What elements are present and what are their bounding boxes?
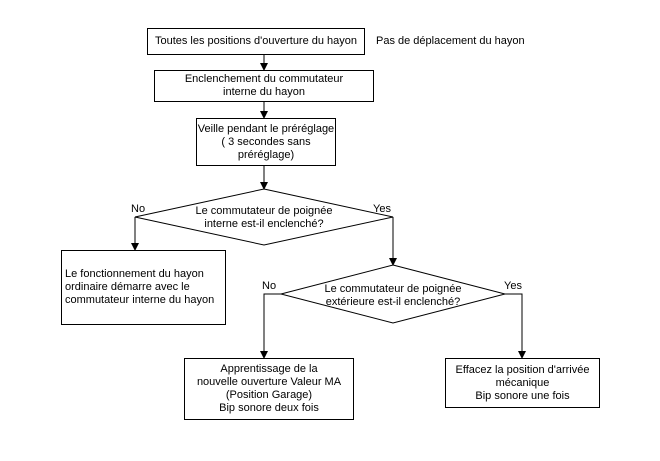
- learn-result-line-4: Bip sonore deux fois: [219, 402, 319, 414]
- arrow-outer-no: [260, 293, 281, 359]
- decision-inner-diamond: [134, 188, 394, 246]
- arrow-outer-yes: [505, 293, 526, 359]
- erase-result-line-2: mécanique: [495, 376, 550, 389]
- watch-step-line-1: Veille pendant le préréglage: [197, 122, 335, 135]
- decision-inner-text: Le commutateur de poignée interne est-il…: [164, 205, 364, 231]
- start-note: Pas de déplacement du hayon: [376, 35, 525, 47]
- erase-result-line-1: Effacez la position d'arrivée: [455, 363, 590, 376]
- decision-outer-line-2: extérieure est-il enclenché?: [325, 296, 461, 308]
- ordinary-result-line-1: Le fonctionnement du hayon: [65, 268, 204, 280]
- watch-step-line-2: ( 3 secondes sans: [221, 135, 311, 148]
- watch-step-line-3: préréglage): [237, 148, 295, 161]
- learn-result-line-2: nouvelle ouverture Valeur MA: [196, 376, 342, 388]
- decision-inner-yes-label: Yes: [373, 203, 391, 215]
- learn-result-box: Apprentissage de la nouvelle ouverture V…: [184, 358, 354, 420]
- learn-result-line-1: Apprentissage de la: [220, 363, 318, 375]
- decision-inner-line-2: interne est-il enclenché?: [204, 218, 324, 230]
- ordinary-result-line-3: commutateur interne du hayon: [65, 294, 215, 306]
- start-text: Toutes les positions d'ouverture du hayo…: [154, 35, 358, 47]
- switch-step-line-1: Enclenchement du commutateur: [184, 73, 344, 85]
- switch-step-line-2: interne du hayon: [223, 86, 305, 98]
- ordinary-result-box: Le fonctionnement du hayon ordinaire dém…: [61, 250, 226, 325]
- decision-outer-diamond: [279, 264, 507, 324]
- decision-outer-no-label: No: [262, 280, 277, 292]
- decision-inner-no-label: No: [131, 203, 146, 215]
- switch-step-box: Enclenchement du commutateur interne du …: [154, 70, 374, 102]
- ordinary-result-line-2: ordinaire démarre avec le: [65, 281, 190, 293]
- learn-result-line-3: (Position Garage): [225, 389, 313, 401]
- start-box: Toutes les positions d'ouverture du hayo…: [147, 28, 365, 55]
- erase-result-box: Effacez la position d'arrivée mécanique …: [445, 358, 600, 408]
- decision-outer-yes-label: Yes: [504, 280, 522, 292]
- erase-result-line-3: Bip sonore une fois: [475, 389, 570, 402]
- decision-outer-text: Le commutateur de poignée extérieure est…: [293, 283, 493, 309]
- decision-outer-line-1: Le commutateur de poignée: [324, 283, 462, 295]
- decision-inner-line-1: Le commutateur de poignée: [195, 205, 333, 217]
- watch-step-box: Veille pendant le préréglage ( 3 seconde…: [196, 118, 336, 166]
